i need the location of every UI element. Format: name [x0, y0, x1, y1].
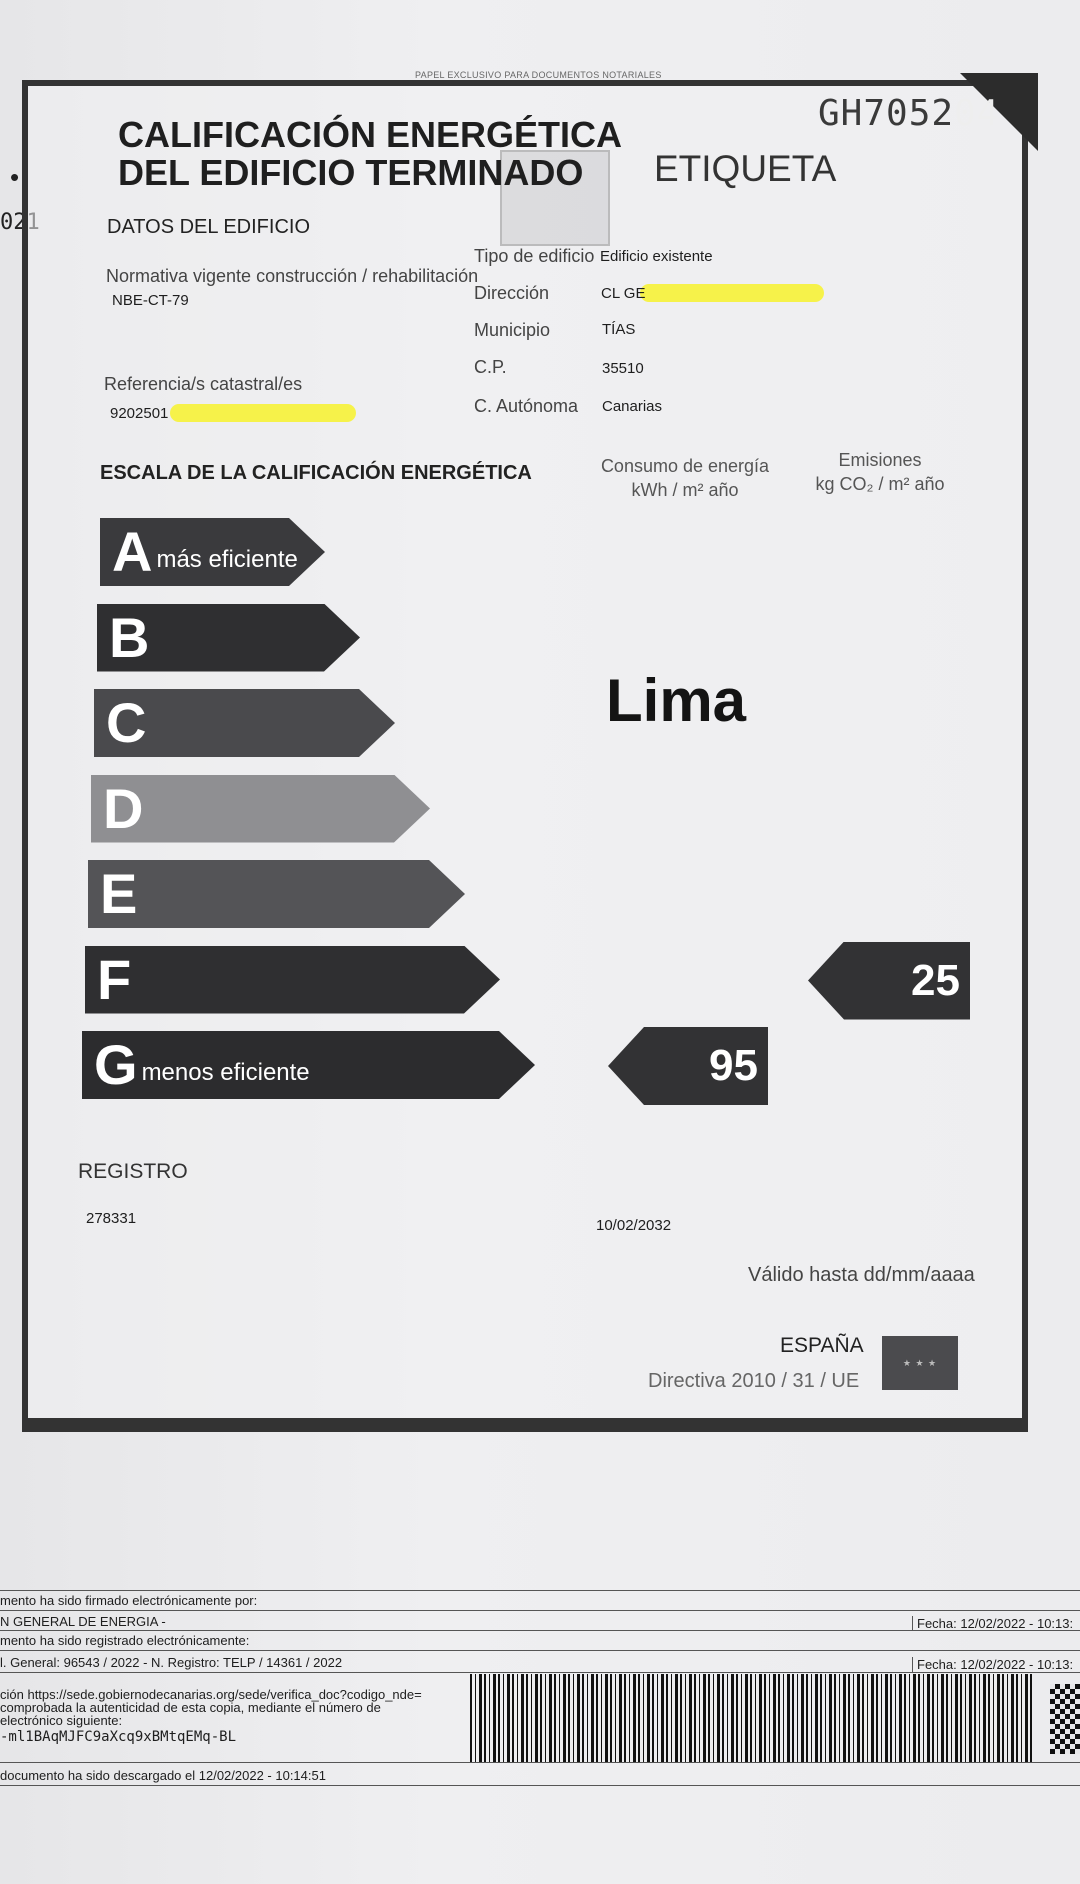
grade-bar-b: B	[97, 604, 360, 672]
direccion-value: CL GE	[601, 285, 646, 302]
emisiones-indicator: 25	[808, 941, 970, 1020]
eu-flag-icon: ★ ★ ★	[882, 1336, 958, 1390]
corner-triangle	[960, 73, 1038, 151]
grade-letter: D	[103, 776, 144, 840]
normativa-label: Normativa vigente construcción / rehabil…	[106, 266, 479, 286]
grade-letter: B	[109, 605, 150, 669]
cp-value: 35510	[602, 360, 644, 377]
footer-signer-row: N GENERAL DE ENERGIA - Fecha: 12/02/2022…	[0, 1610, 1080, 1638]
grade-description: menos eficiente	[141, 1059, 310, 1086]
footer-download-row: documento ha sido descargado el 12/02/20…	[0, 1762, 1080, 1786]
tipo-label: Tipo de edificio	[474, 246, 595, 266]
tipo-value: Edificio existente	[600, 248, 713, 265]
title-line-1: CALIFICACIÓN ENERGÉTICA	[118, 114, 622, 155]
footer-signed-row: mento ha sido firmado electrónicamente p…	[0, 1590, 1080, 1618]
direccion-label: Dirección	[474, 283, 550, 303]
grade-bar-e: E	[88, 860, 465, 928]
grade-letter: A	[112, 520, 153, 583]
barcode	[470, 1674, 1034, 1762]
valid-label: Válido hasta dd/mm/aaaa	[748, 1264, 975, 1286]
consumo-indicator: 95	[608, 1027, 768, 1105]
grade-letter: C	[106, 691, 147, 754]
redaction-highlight	[640, 284, 824, 302]
footer-registro-row: l. General: 96543 / 2022 - N. Registro: …	[0, 1650, 1080, 1674]
registro-label: REGISTRO	[78, 1160, 188, 1183]
registro-value: 278331	[86, 1210, 137, 1227]
municipio-label: Municipio	[474, 320, 551, 340]
valid-date: 10/02/2032	[596, 1217, 672, 1234]
paper-header-text: PAPEL EXCLUSIVO PARA DOCUMENTOS NOTARIAL…	[415, 70, 662, 80]
coat-of-arms-emblem	[500, 150, 610, 246]
autonoma-value: Canarias	[602, 398, 663, 415]
qr-code	[1050, 1684, 1080, 1754]
scale-title: ESCALA DE LA CALIFICACIÓN ENERGÉTICA	[100, 462, 532, 484]
country-label: ESPAÑA	[780, 1334, 864, 1357]
grade-letter: G	[94, 1033, 138, 1096]
grade-letter: E	[100, 862, 138, 925]
verification-code: -ml1BAqMJFC9aXcq9xBMtqEMq-BL	[0, 1729, 237, 1745]
cp-label: C.P.	[474, 357, 507, 377]
overlay-text: Lima	[606, 667, 747, 734]
autonoma-label: C. Autónoma	[474, 396, 579, 416]
grade-letter: F	[97, 947, 132, 1011]
footer-registered-row: mento ha sido registrado electrónicament…	[0, 1630, 1080, 1652]
document-code: GH705204	[818, 93, 1000, 134]
normativa-value: NBE-CT-79	[112, 292, 189, 309]
etiqueta-heading: ETIQUETA	[654, 148, 837, 189]
building-data-title: DATOS DEL EDIFICIO	[107, 216, 310, 238]
redaction-highlight	[170, 404, 356, 422]
referencia-value: 9202501	[110, 405, 169, 422]
grade-bar-c: C	[94, 689, 395, 757]
grade-bar-d: D	[91, 775, 430, 843]
title-line-2: DEL EDIFICIO TERMINADO	[118, 152, 584, 193]
directive-label: Directiva 2010 / 31 / UE	[648, 1370, 860, 1392]
municipio-value: TÍAS	[602, 321, 636, 338]
referencia-label: Referencia/s catastral/es	[104, 374, 303, 394]
footer-verify-row: ción https://sede.gobiernodecanarias.org…	[0, 1672, 1080, 1762]
grade-description: más eficiente	[156, 546, 298, 573]
margin-dot: •	[10, 162, 20, 192]
grade-bar-f: F	[85, 946, 500, 1014]
